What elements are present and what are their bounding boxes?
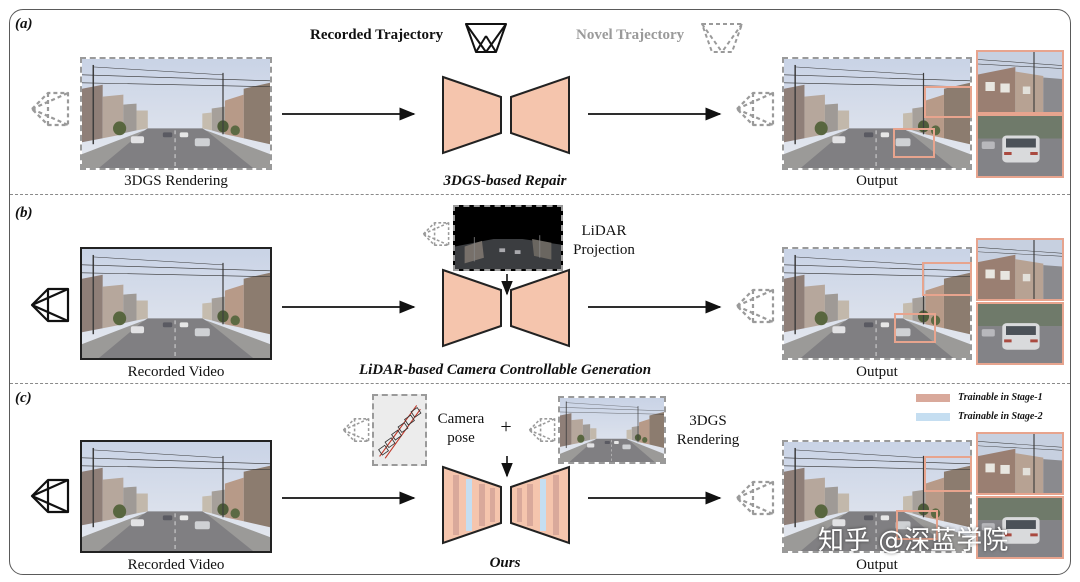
method-caption-a: 3DGS-based Repair (443, 173, 567, 189)
highlight-box-houses-c (924, 456, 972, 492)
output-caption-a: Output (856, 173, 898, 189)
3dgs-rendering-condition-image (558, 396, 666, 464)
legend-label-stage-1: Trainable in Stage-1 (958, 392, 1043, 403)
output-caption-b: Output (856, 364, 898, 380)
input-caption-c: Recorded Video (127, 557, 225, 573)
arrow-b-input (282, 300, 416, 314)
legend-swatch-stage-2 (916, 412, 950, 421)
panel-label-a: (a) (15, 16, 33, 32)
legend-label-stage-2: Trainable in Stage-2 (958, 411, 1043, 422)
output-image-c (782, 440, 972, 553)
camera-frustum-solid-icon (30, 283, 70, 327)
method-caption-c: Ours (489, 555, 521, 571)
figure-frame (9, 9, 1071, 575)
lidar-projection-label: LiDAR Projection (573, 223, 635, 258)
legend-stage-2: Trainable in Stage-2 (916, 411, 1043, 422)
zoom-crop-houses-a (976, 50, 1064, 114)
camera-frustum-dashed-icon (735, 87, 775, 131)
zoom-crop-car-a (976, 114, 1064, 178)
lidar-projection-image (453, 205, 563, 271)
arrow-lidar-down (501, 274, 513, 296)
recorded-trajectory-label: Recorded Trajectory (310, 27, 444, 43)
camera-frustum-dashed-icon (422, 218, 450, 250)
panel-separator-ab (10, 194, 1070, 195)
highlight-box-car-a (893, 128, 935, 158)
arrow-b-output (588, 300, 722, 314)
panel-label-c: (c) (15, 390, 32, 406)
input-caption-a: 3DGS Rendering (124, 173, 228, 189)
method-caption-b: LiDAR-based Camera Controllable Generati… (358, 362, 652, 378)
camera-frustum-dashed-icon (528, 414, 556, 446)
arrow-a-input (282, 107, 416, 121)
camera-pose-label: Camera pose (437, 411, 485, 446)
3dgs-rendering-label: 3DGS Rendering (676, 413, 740, 448)
recorded-trajectory-icon (465, 23, 507, 53)
input-recorded-video-image-b (80, 247, 272, 360)
input-recorded-video-image-c (80, 440, 272, 553)
network-a (440, 75, 572, 155)
camera-frustum-solid-icon (30, 474, 70, 518)
camera-frustum-dashed-icon (735, 476, 775, 520)
camera-frustum-dashed-icon (735, 284, 775, 328)
arrow-c-input (282, 491, 416, 505)
input-caption-b: Recorded Video (127, 364, 225, 380)
arrow-c-output (588, 491, 722, 505)
zoom-crop-car-c (976, 496, 1064, 559)
camera-frustum-dashed-icon (342, 414, 370, 446)
arrow-condition-down (501, 456, 513, 478)
zoom-crop-houses-b (976, 238, 1064, 301)
panel-label-b: (b) (15, 205, 33, 221)
zoom-crop-car-b (976, 302, 1064, 365)
novel-trajectory-label: Novel Trajectory (576, 27, 685, 43)
output-caption-c: Output (856, 557, 898, 573)
plus-sign: + (500, 416, 512, 438)
camera-pose-image (372, 394, 427, 466)
network-ours (440, 465, 572, 545)
legend-swatch-stage-1 (916, 393, 950, 402)
legend-stage-1: Trainable in Stage-1 (916, 392, 1043, 403)
watermark: 知乎 @深蓝学院 (818, 526, 1009, 556)
highlight-box-houses-a (924, 86, 972, 118)
output-image-b (782, 247, 972, 360)
panel-separator-bc (10, 383, 1070, 384)
zoom-crop-houses-c (976, 432, 1064, 495)
highlight-box-car-c (896, 510, 938, 540)
input-3dgs-rendering-image (80, 57, 272, 170)
camera-frustum-dashed-icon (30, 87, 70, 131)
highlight-box-car-b (894, 313, 936, 343)
arrow-a-output (588, 107, 722, 121)
network-b (440, 268, 572, 348)
novel-trajectory-icon (701, 23, 743, 53)
highlight-box-houses-b (922, 262, 972, 296)
